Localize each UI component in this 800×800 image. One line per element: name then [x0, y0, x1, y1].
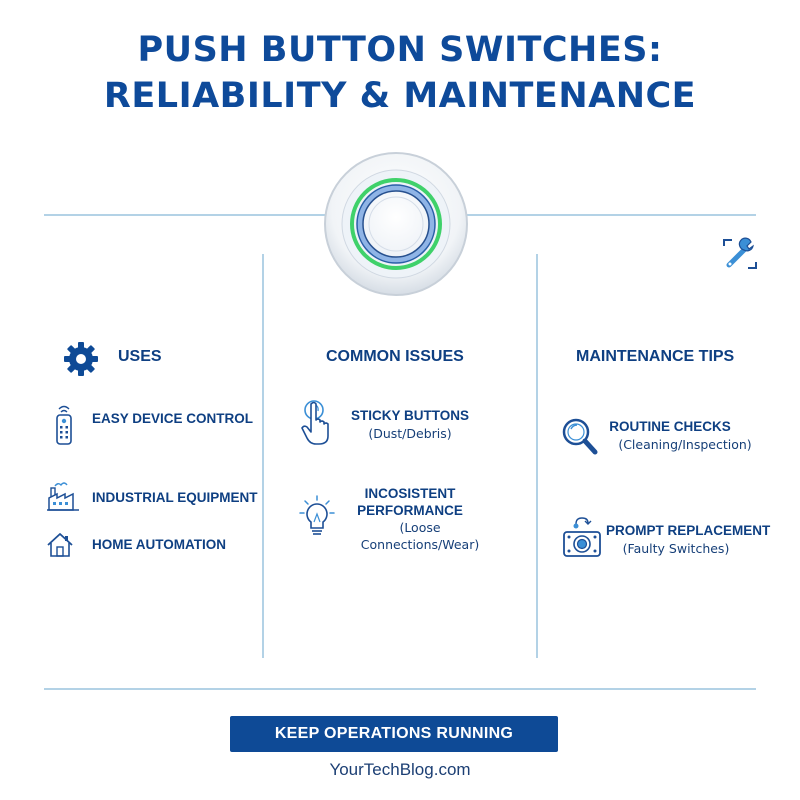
issue-inconsistent-line-1: INCOSISTENT: [364, 486, 456, 501]
column-divider-2: [536, 254, 538, 658]
magnifier-icon: [562, 418, 598, 455]
page-title-line-1: PUSH BUTTON SWITCHES:: [137, 30, 663, 70]
uses-heading: USES: [118, 348, 162, 365]
home-icon: [47, 533, 73, 557]
top-divider-right: [456, 214, 756, 216]
bottom-divider: [44, 688, 756, 690]
issue-inconsistent-line-2: PERFORMANCE: [357, 503, 463, 518]
issue-inconsistent-detail-1: (Loose: [399, 520, 441, 535]
maintenance-tips-heading: MAINTENANCE TIPS: [576, 348, 735, 365]
page-title-line-2: RELIABILITY & MAINTENANCE: [103, 76, 697, 116]
remote-control-icon: [56, 405, 72, 445]
lightbulb-icon: [299, 495, 335, 535]
tip-routine-checks-detail: (Cleaning/Inspection): [618, 437, 752, 452]
tip-routine-checks: ROUTINE CHECKS: [609, 419, 731, 434]
factory-icon: [47, 482, 79, 511]
uses-item-home-automation: HOME AUTOMATION: [92, 537, 226, 552]
call-to-action-banner: KEEP OPERATIONS RUNNING SMOOTHLY!: [230, 716, 558, 778]
wrench-icon: [723, 237, 757, 269]
finger-press-icon: [301, 400, 329, 445]
replacement-switch-icon: [563, 517, 601, 557]
issue-sticky-buttons: STICKY BUTTONS: [350, 408, 469, 423]
common-issues-heading: COMMON ISSUES: [326, 348, 464, 365]
push-button-icon: [324, 152, 468, 296]
footer-site-name: YourTechBlog.com: [329, 760, 471, 779]
gear-icon: [64, 342, 98, 376]
issue-inconsistent-detail-2: Connections/Wear): [360, 537, 480, 552]
uses-item-easy-device-control: EASY DEVICE CONTROL: [92, 411, 254, 426]
tip-prompt-replacement-detail: (Faulty Switches): [622, 541, 730, 556]
tip-prompt-replacement: PROMPT REPLACEMENT: [606, 523, 771, 538]
issue-sticky-buttons-detail: (Dust/Debris): [368, 426, 452, 441]
uses-item-industrial-equipment: INDUSTRIAL EQUIPMENT: [92, 490, 258, 505]
top-divider-left: [44, 214, 338, 216]
column-divider-1: [262, 254, 264, 658]
